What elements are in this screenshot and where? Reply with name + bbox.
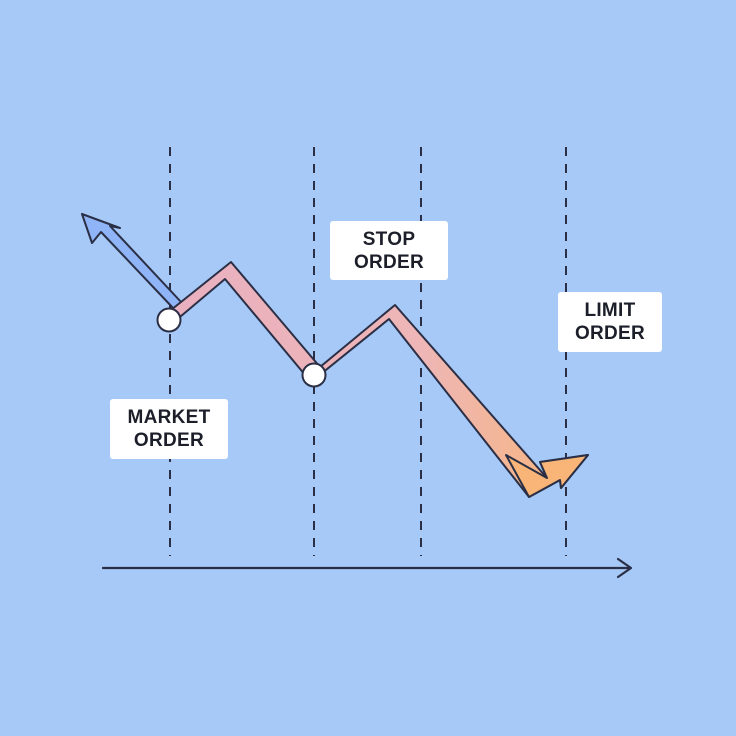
stop-order-label-line1: STOP bbox=[362, 228, 416, 250]
stop-order-label-line2: ORDER bbox=[353, 251, 425, 273]
market-order-label-line1: MARKET bbox=[127, 407, 211, 428]
market-order-label-line2: ORDER bbox=[133, 430, 205, 451]
guide-lines bbox=[169, 147, 567, 556]
limit-order-label: LIMIT ORDER bbox=[558, 292, 662, 352]
arrow-down-right-icon bbox=[505, 454, 589, 498]
market-order-label: MARKET ORDER bbox=[110, 399, 228, 459]
arrow-up-left-icon bbox=[81, 213, 183, 310]
limit-order-label-line1: LIMIT bbox=[584, 300, 636, 321]
arrow-right-icon bbox=[101, 557, 633, 579]
price-path bbox=[165, 261, 589, 498]
stop-order-marker bbox=[301, 362, 327, 388]
market-order-marker bbox=[156, 307, 182, 333]
limit-order-label-line2: ORDER bbox=[574, 323, 646, 344]
stop-order-label: STOP ORDER bbox=[330, 221, 448, 280]
